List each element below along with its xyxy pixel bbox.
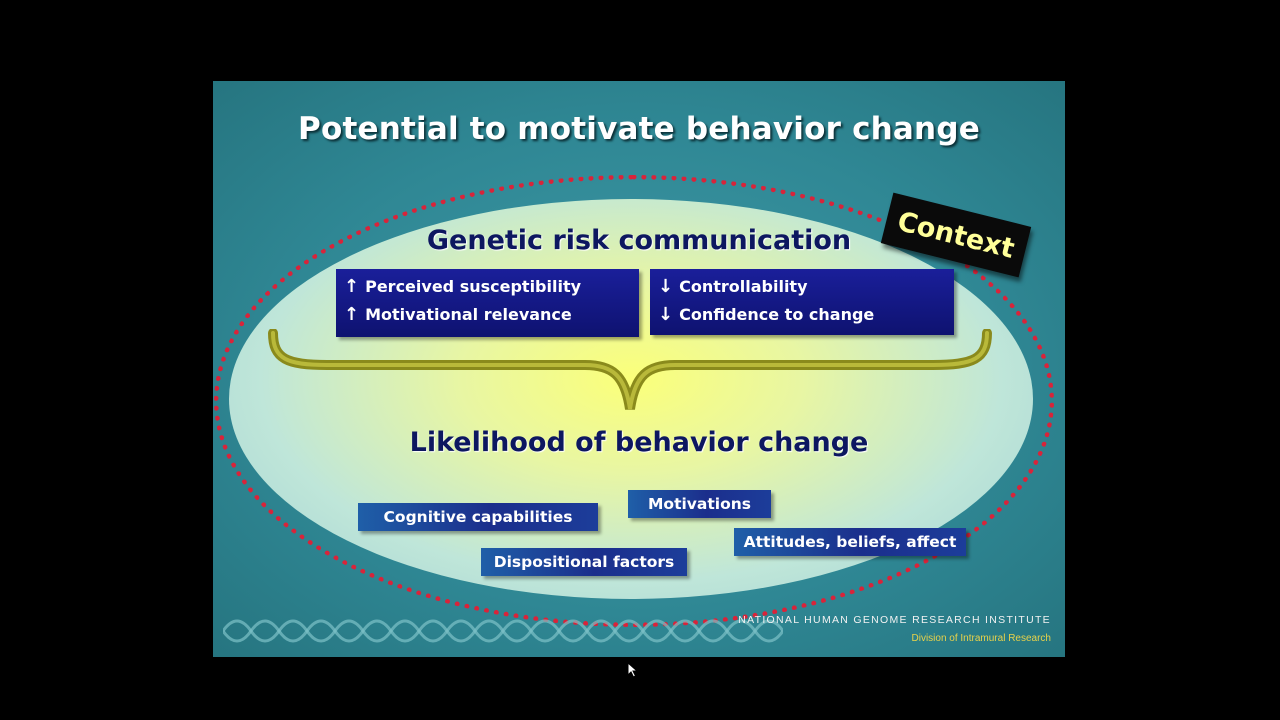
- list-item: ↓ Controllability: [658, 273, 946, 301]
- list-item: ↑ Motivational relevance: [344, 301, 631, 329]
- mouse-pointer-icon: [627, 662, 639, 678]
- curly-brace: [268, 329, 992, 410]
- dna-helix-decoration: [223, 619, 783, 643]
- slide-title: Potential to motivate behavior change: [298, 111, 980, 147]
- list-item-label: Perceived susceptibility: [365, 277, 582, 296]
- list-item: ↑ Perceived susceptibility: [344, 273, 631, 301]
- factor-attitudes: Attitudes, beliefs, affect: [734, 528, 966, 556]
- arrow-up-icon: ↑: [344, 276, 360, 297]
- factor-motivations: Motivations: [628, 490, 771, 518]
- footer-organization: NATIONAL HUMAN GENOME RESEARCH INSTITUTE: [738, 614, 1051, 626]
- footer-division: Division of Intramural Research: [911, 633, 1052, 644]
- arrow-down-icon: ↓: [658, 304, 674, 325]
- arrow-down-icon: ↓: [658, 276, 674, 297]
- list-item: ↓ Confidence to change: [658, 301, 946, 329]
- increase-factors-box: ↑ Perceived susceptibility ↑ Motivational …: [336, 269, 639, 337]
- list-item-label: Confidence to change: [679, 305, 875, 324]
- slide: Potential to motivate behavior change Co…: [213, 81, 1065, 657]
- factor-dispositional: Dispositional factors: [481, 548, 687, 576]
- arrow-up-icon: ↑: [344, 304, 360, 325]
- decrease-factors-box: ↓ Controllability ↓ Confidence to change: [650, 269, 954, 335]
- likelihood-heading: Likelihood of behavior change: [409, 427, 869, 458]
- risk-heading: Genetic risk communication: [426, 225, 852, 256]
- list-item-label: Controllability: [679, 277, 808, 296]
- context-dotted-ring: [214, 175, 1054, 627]
- list-item-label: Motivational relevance: [365, 305, 572, 324]
- factor-cognitive: Cognitive capabilities: [358, 503, 598, 531]
